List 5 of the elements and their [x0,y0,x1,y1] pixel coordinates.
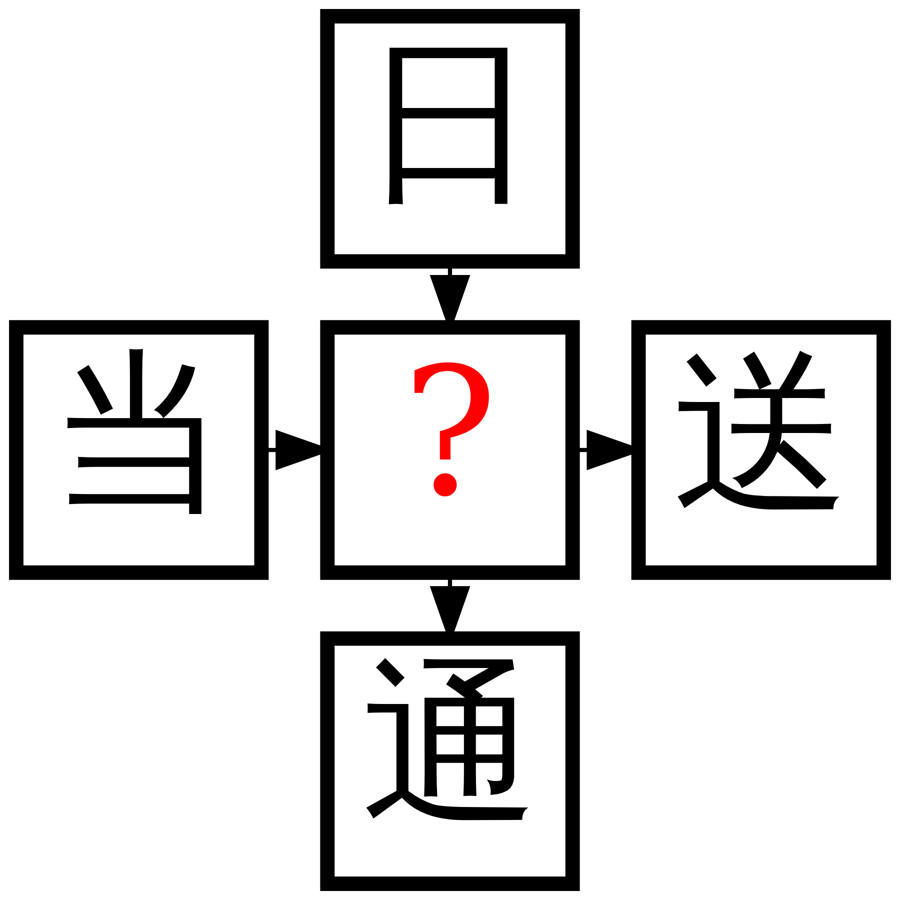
node-box: ? [320,320,580,580]
node-box: 日 [320,9,580,269]
node-box: 当 [9,320,269,580]
node-box: 送 [631,320,891,580]
node-box: 通 [320,631,580,891]
